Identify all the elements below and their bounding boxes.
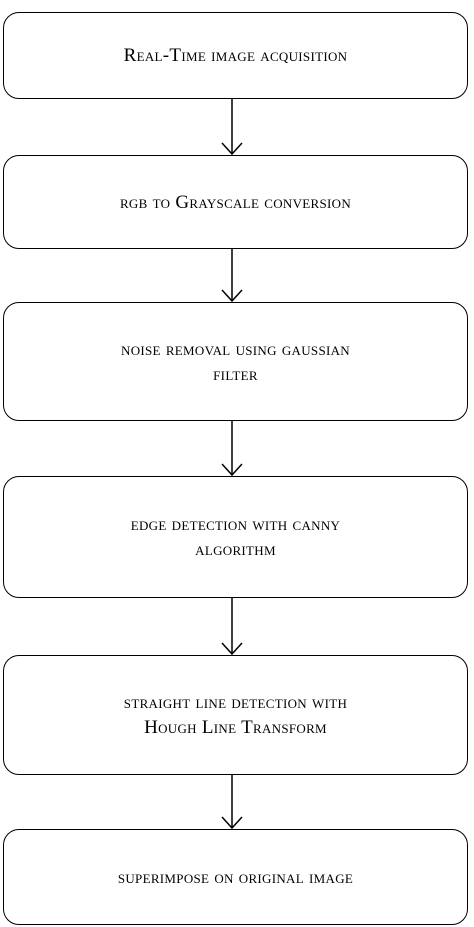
step-label: rgb to Grayscale conversion <box>119 191 352 213</box>
step-box-superimpose: superimpose on original image <box>3 829 468 925</box>
step-label: Real-Time image acquisition <box>123 45 348 66</box>
arrow-down-icon <box>221 99 243 155</box>
step-box-image-acquisition: Real-Time image acquisition <box>3 12 468 99</box>
step-label: straight line detection with Hough Line … <box>123 692 348 738</box>
arrow-down-icon <box>221 249 243 302</box>
step-label: noise removal using gaussian filter <box>121 338 350 385</box>
step-label: edge detection with canny algorithm <box>130 514 341 560</box>
step-label: superimpose on original image <box>117 866 354 888</box>
step-box-edge-detection: edge detection with canny algorithm <box>3 476 468 598</box>
arrow-down-icon <box>221 421 243 476</box>
arrow-down-icon <box>221 598 243 655</box>
step-box-noise-removal: noise removal using gaussian filter <box>3 302 468 421</box>
step-box-grayscale-conversion: rgb to Grayscale conversion <box>3 155 468 249</box>
arrow-down-icon <box>221 775 243 829</box>
step-box-line-detection: straight line detection with Hough Line … <box>3 655 468 775</box>
